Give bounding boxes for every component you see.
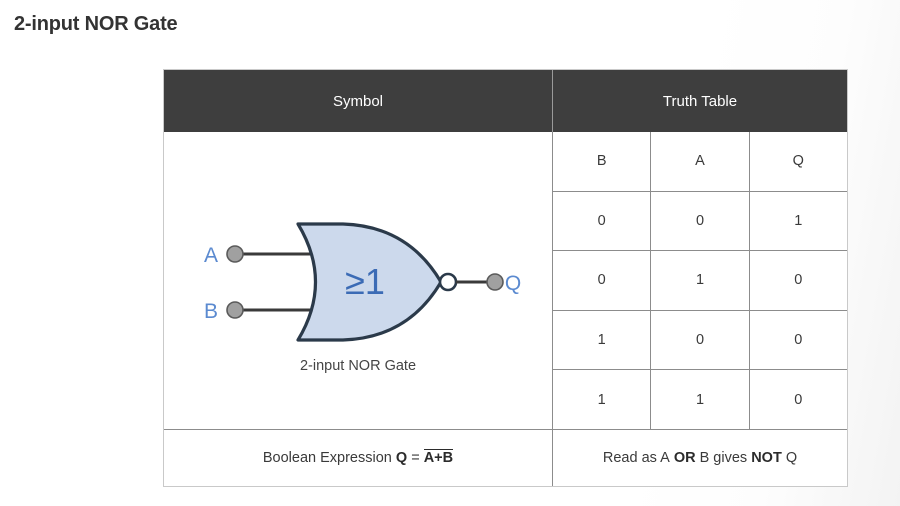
output-q-label: Q — [505, 272, 521, 295]
cell-b: 0 — [553, 251, 652, 310]
card-body: ≥1 A B Q 2-input NOR Gate B A — [164, 132, 847, 429]
input-a-pin — [226, 244, 244, 263]
table-row: 0 1 0 — [553, 251, 847, 311]
boolean-expression-equals: = — [411, 450, 420, 466]
header-cell-symbol: Symbol — [164, 70, 553, 132]
boolean-expression-overlined-term: A+B — [423, 449, 454, 467]
card-footer-row: Boolean Expression Q = A+B Read as A OR … — [164, 429, 847, 486]
read-as-not: NOT — [751, 450, 782, 466]
cell-q: 0 — [794, 272, 803, 289]
page-title: 2-input NOR Gate — [14, 13, 178, 35]
truth-table-header-b: B — [553, 132, 652, 191]
truth-table-header-row: B A Q — [553, 132, 847, 192]
cell-b: 0 — [553, 191, 652, 251]
read-as-or: OR — [673, 450, 696, 466]
output-q-pin — [486, 272, 504, 291]
boolean-expression-cell: Boolean Expression Q = A+B — [164, 430, 553, 486]
truth-table-header-q: Q — [792, 153, 804, 170]
input-b-label: B — [204, 300, 218, 323]
cell-q: 0 — [794, 332, 803, 349]
gate-body-text: ≥1 — [345, 261, 385, 302]
cell-a: 1 — [651, 251, 750, 310]
table-row: 0 0 1 — [553, 191, 847, 252]
read-as-cell: Read as A OR B gives NOT Q — [553, 430, 847, 486]
read-as-part1: Read as A — [602, 450, 670, 466]
or-gate-body-shape — [296, 221, 443, 342]
cell-a: 1 — [651, 370, 750, 429]
cell-a: 0 — [651, 310, 750, 370]
header-cell-truth-table: Truth Table — [662, 92, 738, 110]
cell-b: 1 — [553, 370, 652, 429]
boolean-expression-prefix: Boolean Expression — [262, 450, 392, 466]
read-as-part3: Q — [785, 450, 798, 466]
cell-b: 1 — [553, 310, 652, 370]
symbol-pane: ≥1 A B Q 2-input NOR Gate — [164, 132, 553, 429]
gate-reference-card: Symbol Truth Table ≥1 — [163, 69, 848, 487]
boolean-expression-q: Q — [395, 450, 408, 466]
symbol-caption: 2-input NOR Gate — [299, 357, 417, 374]
nor-gate-symbol-diagram: ≥1 A B Q — [204, 221, 521, 342]
input-b-pin — [226, 300, 244, 319]
inversion-bubble-icon — [438, 272, 458, 291]
input-a-label: A — [204, 244, 218, 267]
cell-a: 0 — [651, 191, 750, 251]
card-header-row: Symbol Truth Table — [164, 70, 847, 132]
table-row: 1 1 0 — [553, 370, 847, 429]
table-row: 1 0 0 — [553, 310, 847, 371]
read-as-part2: B gives — [699, 450, 748, 466]
truth-table-header-a: A — [651, 132, 750, 191]
cell-q: 0 — [794, 391, 803, 408]
truth-table: B A Q 0 0 1 0 1 0 1 0 0 1 1 0 — [553, 132, 847, 429]
cell-q: 1 — [794, 212, 803, 229]
